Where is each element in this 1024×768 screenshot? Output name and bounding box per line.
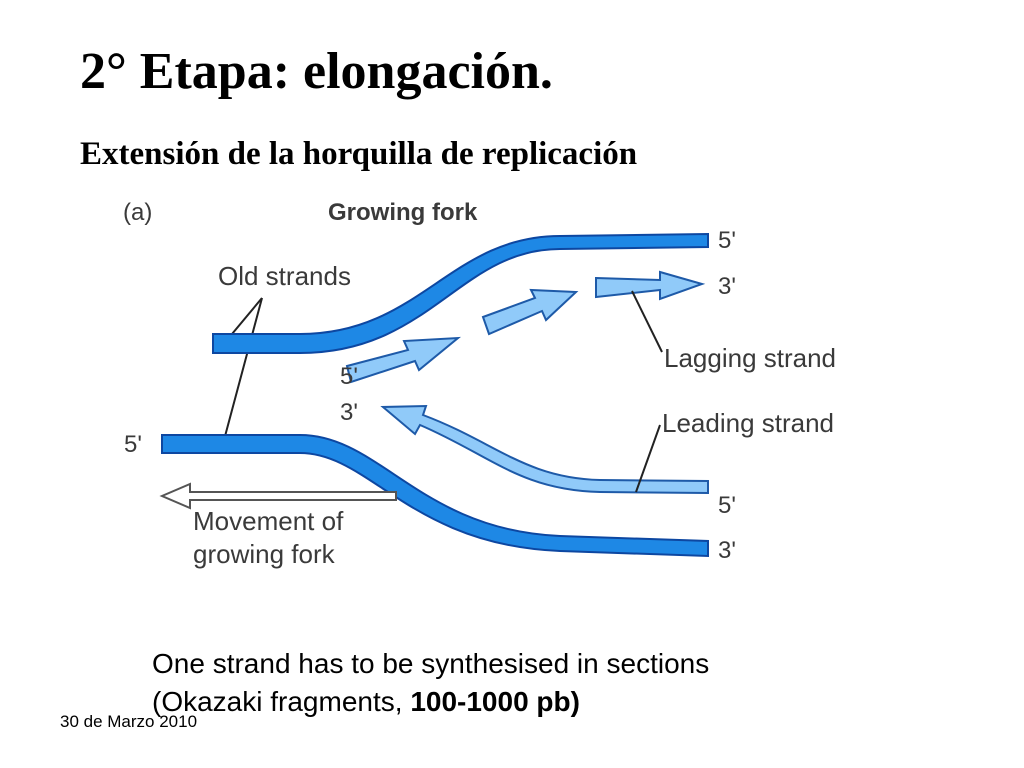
movement-label-line1: Movement of [193,506,344,536]
slide-subtitle: Extensión de la horquilla de replicación [80,136,638,172]
bottom-strand-5-prime: 5' [718,492,736,519]
slide-title: 2° Etapa: elongación. [80,43,553,100]
leading-strand-label: Leading strand [662,408,834,438]
caption-line-1: One strand has to be synthesised in sect… [152,648,710,679]
top-strand-5-prime: 5' [718,227,736,254]
mid-5-prime: 5' [340,363,358,390]
movement-arrow [159,482,397,510]
panel-label: (a) [123,199,152,226]
old-strands-pointer [223,297,263,441]
slide-date: 30 de Marzo 2010 [60,712,198,731]
leading-strand-pointer [635,424,661,493]
old-strand-bottom [161,434,709,558]
old-strands-label: Old strands [218,261,351,291]
bottom-strand-3-prime: 3' [718,537,736,564]
movement-label-line2: growing fork [193,539,336,569]
okazaki-fragment-1 [345,336,462,384]
okazaki-fragments [345,270,706,384]
old-strand-top [212,232,709,354]
okazaki-fragment-2 [481,288,579,336]
leading-strand [380,404,709,495]
caption-line-2-start: (Okazaki fragments, [152,686,411,717]
okazaki-fragment-3 [595,270,706,301]
caption-line-2-bold: 100-1000 pb) [410,686,580,717]
lagging-strand-label: Lagging strand [664,343,836,373]
lagging-strand-pointer [631,290,663,353]
bottom-left-5-prime: 5' [124,431,142,458]
diagram-heading: Growing fork [328,199,478,226]
top-strand-3-prime: 3' [718,273,736,300]
caption-line-2: (Okazaki fragments, 100-1000 pb) [152,683,709,721]
caption: One strand has to be synthesised in sect… [152,645,709,721]
mid-3-prime: 3' [340,399,358,426]
